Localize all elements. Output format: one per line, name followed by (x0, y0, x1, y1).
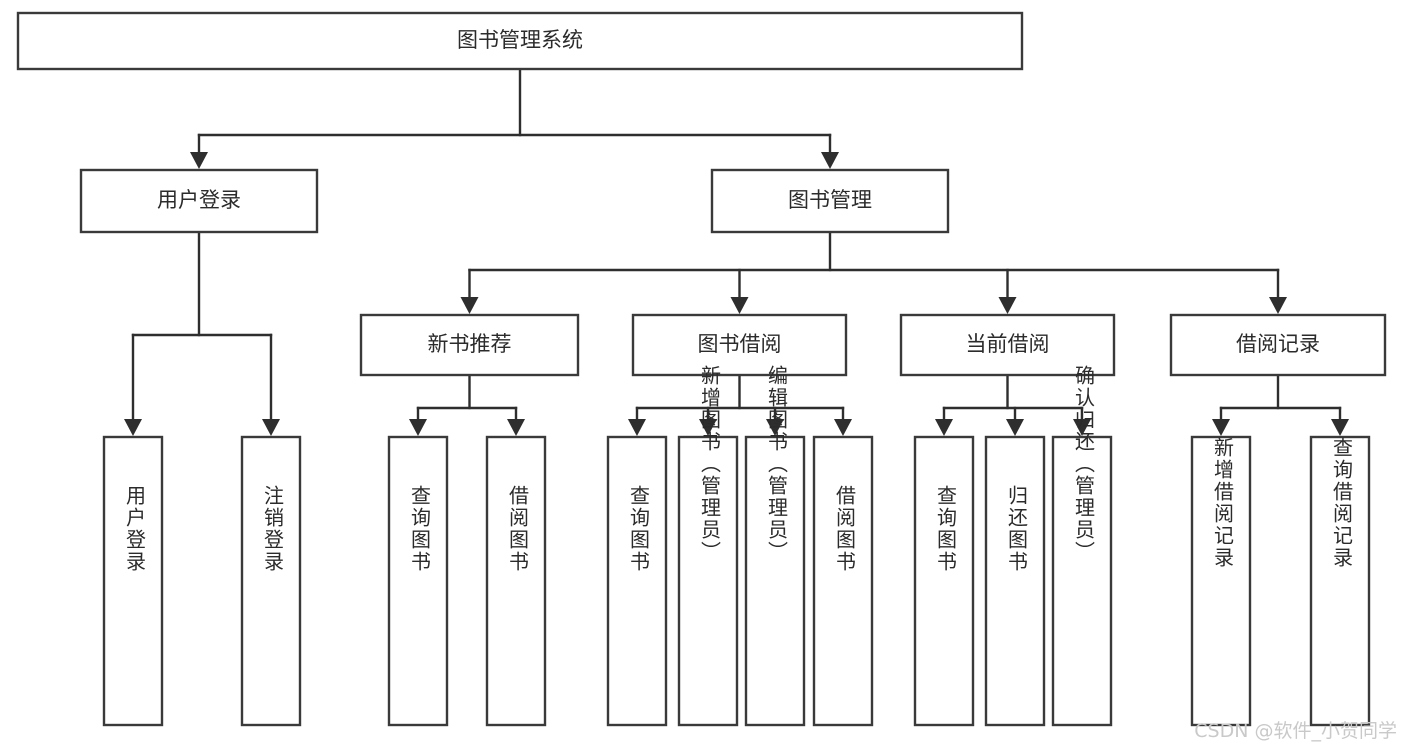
node-box (387, 435, 449, 727)
node-leaf-user-login[interactable]: 用户登录 (102, 435, 164, 727)
arrowhead (460, 297, 479, 314)
node-label: 查询图书 (627, 485, 651, 573)
node-book-borrow[interactable]: 图书借阅 (631, 313, 848, 377)
node-box (1169, 313, 1387, 377)
node-leaf-query-book-1[interactable]: 查询图书 (387, 435, 449, 727)
node-box (102, 435, 164, 727)
node-new-book-rec[interactable]: 新书推荐 (359, 313, 580, 377)
edges-layer (124, 67, 1349, 436)
nodes-layer: 图书管理系统用户登录图书管理新书推荐图书借阅当前借阅借阅记录用户登录注销登录查询… (16, 11, 1387, 727)
node-label: 新增借阅记录 (1211, 437, 1235, 569)
node-leaf-add-record[interactable]: 新增借阅记录 (1190, 435, 1252, 727)
node-current-borrow[interactable]: 当前借阅 (899, 313, 1116, 377)
node-label: 借阅记录 (1236, 332, 1320, 356)
arrowhead (1269, 297, 1287, 314)
node-label: 图书管理系统 (457, 28, 583, 52)
arrowhead (1073, 419, 1091, 436)
node-box (16, 11, 1024, 71)
arrowhead (190, 152, 208, 169)
node-leaf-query-record[interactable]: 查询借阅记录 (1309, 435, 1371, 727)
csdn-watermark: CSDN @软件_小贺同学 (1194, 720, 1397, 742)
node-box (899, 313, 1116, 377)
node-box (812, 435, 874, 727)
arrowhead (628, 419, 646, 436)
node-label: 查询图书 (408, 485, 432, 573)
arrowhead (766, 419, 784, 436)
node-box (240, 435, 302, 727)
node-box (1190, 435, 1252, 727)
node-leaf-borrow-book-1[interactable]: 借阅图书 (485, 435, 547, 727)
node-label: 借阅图书 (833, 485, 857, 573)
node-leaf-borrow-book-2[interactable]: 借阅图书 (812, 435, 874, 727)
arrowhead (935, 419, 953, 436)
node-label: 新书推荐 (428, 332, 512, 356)
edge-group-current-borrow (935, 373, 1091, 436)
arrowhead (730, 297, 749, 314)
arrowhead (1212, 419, 1230, 436)
node-label: 编辑图书（管理员） (765, 365, 789, 563)
node-box (710, 168, 950, 234)
node-label: 新增图书（管理员） (698, 365, 722, 563)
edge-group-book-borrow (628, 373, 852, 436)
node-label: 查询借阅记录 (1330, 437, 1354, 569)
node-leaf-edit-book[interactable]: 编辑图书（管理员） (744, 365, 806, 727)
node-book-manage[interactable]: 图书管理 (710, 168, 950, 234)
node-label: 归还图书 (1005, 485, 1029, 573)
node-box (1309, 435, 1371, 727)
arrowhead (699, 419, 717, 436)
node-label: 借阅图书 (506, 485, 530, 573)
node-box (79, 168, 319, 234)
node-label: 图书管理 (788, 188, 872, 212)
arrowhead (1006, 419, 1024, 436)
arrowhead (998, 297, 1017, 314)
node-box (1051, 435, 1113, 727)
node-box (677, 435, 739, 727)
arrowhead (821, 152, 839, 169)
node-label: 确认归还（管理员） (1072, 365, 1096, 563)
node-box (631, 313, 848, 377)
node-user-login[interactable]: 用户登录 (79, 168, 319, 234)
node-leaf-return-book[interactable]: 归还图书 (984, 435, 1046, 727)
node-box (606, 435, 668, 727)
arrowhead (409, 419, 427, 436)
node-root[interactable]: 图书管理系统 (16, 11, 1024, 71)
arrowhead (262, 419, 280, 436)
node-leaf-logout[interactable]: 注销登录 (240, 435, 302, 727)
node-label: 查询图书 (934, 485, 958, 573)
node-leaf-query-book-3[interactable]: 查询图书 (913, 435, 975, 727)
node-leaf-add-book[interactable]: 新增图书（管理员） (677, 365, 739, 727)
node-label: 用户登录 (157, 188, 241, 212)
node-label: 注销登录 (261, 485, 285, 573)
edge-group-book-manage (460, 230, 1287, 314)
node-box (913, 435, 975, 727)
node-box (485, 435, 547, 727)
node-box (984, 435, 1046, 727)
node-label: 用户登录 (123, 485, 147, 573)
node-box (359, 313, 580, 377)
node-leaf-query-book-2[interactable]: 查询图书 (606, 435, 668, 727)
node-box (744, 435, 806, 727)
arrowhead (1331, 419, 1349, 436)
node-leaf-confirm-return[interactable]: 确认归还（管理员） (1051, 365, 1113, 727)
edge-group-root (190, 67, 839, 169)
node-borrow-record[interactable]: 借阅记录 (1169, 313, 1387, 377)
arrowhead (834, 419, 852, 436)
edge-group-new-book-rec (409, 373, 525, 436)
node-label: 当前借阅 (966, 332, 1050, 356)
edge-group-borrow-record (1212, 373, 1349, 436)
arrowhead (124, 419, 142, 436)
arrowhead (507, 419, 525, 436)
edge-group-user-login (124, 230, 280, 436)
node-label: 图书借阅 (698, 332, 782, 356)
